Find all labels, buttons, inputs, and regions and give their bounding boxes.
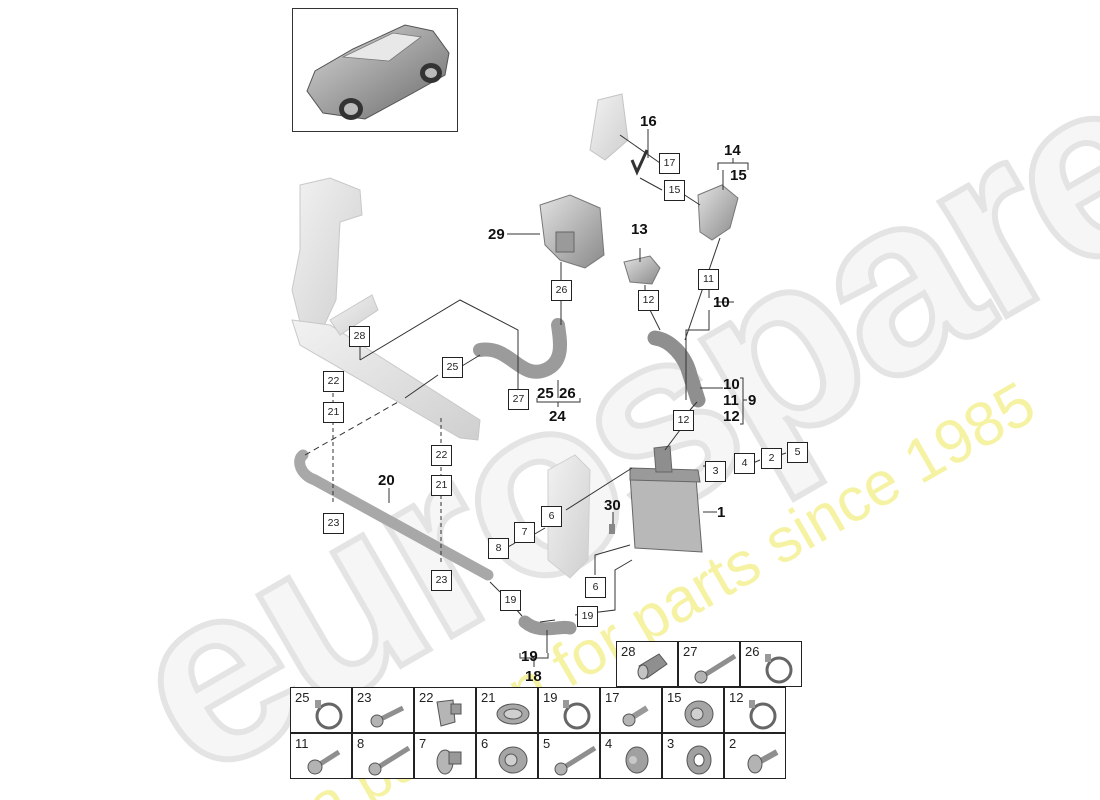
parts-cell-25: 25 [290,687,352,733]
callout-15: 15 [730,167,747,184]
long-screw-icon [368,745,411,776]
ref-box-2: 2 [761,448,782,469]
flange-nut-icon [436,699,462,727]
short-bolt-icon [622,705,649,727]
charge-air-hose-24-shape [473,318,568,379]
coolant-pipe-20-shape [294,449,494,581]
ref-box-17: 17 [659,153,680,174]
callout-13: 13 [631,221,648,238]
ref-box-26: 26 [551,280,572,301]
front-carrier-frame [291,177,481,441]
callout-25: 25 [537,385,554,402]
car-icon [306,24,450,120]
vent-hose-shape [630,149,649,176]
callout-9: 9 [748,392,757,409]
parts-cell-27: 27 [678,641,740,687]
ref-box-25: 25 [442,357,463,378]
ref-box-11: 11 [698,269,719,290]
parts-cell-23: 23 [352,687,414,733]
rubber-mount-icon [625,746,649,774]
ref-box-22-left: 22 [323,371,344,392]
ref-box-23-left: 23 [323,513,344,534]
callout-18: 18 [525,668,542,685]
washer-coil-icon [496,703,530,725]
callout-20: 20 [378,472,395,489]
hose-clamp-icon [765,654,793,684]
parts-cell-11: 11 [290,733,352,779]
ref-box-19-right: 19 [577,606,598,627]
parts-cell-3: 3 [662,733,724,779]
screw-icon [307,749,341,775]
callout-1: 1 [717,504,726,521]
bolt-30-shape [609,524,615,534]
washer-icon [686,745,712,775]
parts-cell-26: 26 [740,641,802,687]
parts-cell-4: 4 [600,733,662,779]
charge-air-pipe-9-shape [647,330,706,408]
parts-cell-8: 8 [352,733,414,779]
parts-cell-2: 2 [724,733,786,779]
ref-box-7: 7 [514,522,535,543]
callout-16: 16 [640,113,657,130]
air-guide-bracket-shape [547,454,591,579]
hose-19-shape [518,615,577,636]
ref-box-28: 28 [349,326,370,347]
parts-cell-28: 28 [616,641,678,687]
turbocharger-shape [539,194,605,269]
parts-cell-6: 6 [476,733,538,779]
long-screw-icon [694,653,737,684]
parts-cell-17: 17 [600,687,662,733]
ref-box-19-left: 19 [500,590,521,611]
long-screw-icon [554,745,597,776]
hose-clamp-icon [563,700,591,730]
ref-box-21-left: 21 [323,402,344,423]
parts-cell-22: 22 [414,687,476,733]
callout-19: 19 [521,648,538,665]
bracket-13-shape [623,255,661,285]
ref-box-12-upper: 12 [638,290,659,311]
parts-cell-12: 12 [724,687,786,733]
callout-24: 24 [549,408,566,425]
ref-box-5: 5 [787,442,808,463]
parts-cell-15: 15 [662,687,724,733]
parts-cell-7: 7 [414,733,476,779]
callout-26: 26 [559,385,576,402]
resonator-shape [697,184,739,241]
grommet-nut-icon [498,746,528,774]
knurled-sleeve-icon [637,653,668,680]
ref-box-23-right: 23 [431,570,452,591]
callout-29: 29 [488,226,505,243]
ref-box-8: 8 [488,538,509,559]
vehicle-thumbnail [292,8,458,132]
callout-14: 14 [724,142,741,159]
ref-box-3: 3 [705,461,726,482]
ref-box-6-upper: 6 [541,506,562,527]
ref-box-27: 27 [508,389,529,410]
intercooler-shape [629,445,703,553]
grommet-nut-icon [684,700,714,728]
callout-10-top: 10 [713,294,730,311]
screw-icon [370,705,405,728]
callout-12: 12 [723,408,740,425]
ref-box-22-right: 22 [431,445,452,466]
countersunk-screw-icon [747,749,779,774]
parts-cell-19: 19 [538,687,600,733]
parts-cell-21: 21 [476,687,538,733]
callout-11: 11 [723,392,739,409]
ref-box-15: 15 [664,180,685,201]
ref-box-6-lower: 6 [585,577,606,598]
callout-10: 10 [723,376,740,393]
parts-cell-5: 5 [538,733,600,779]
ref-box-21-right: 21 [431,475,452,496]
ref-box-12-lower: 12 [673,410,694,431]
hose-clamp-icon [749,700,777,730]
hose-clamp-icon [315,700,343,730]
flange-nut-icon [436,749,462,775]
ref-box-4: 4 [734,453,755,474]
callout-30: 30 [604,497,621,514]
bracket-shape [589,93,629,161]
